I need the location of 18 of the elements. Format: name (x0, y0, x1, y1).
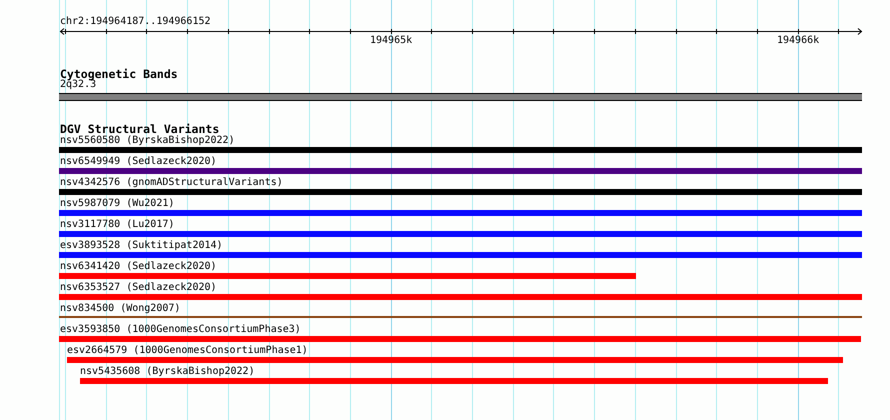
band-label: 2q32.3 (60, 79, 96, 91)
location-label: chr2:194964187..194966152 (60, 16, 211, 28)
feature-label: nsv834500 (Wong2007) (60, 303, 180, 315)
feature-label: esv2664579 (1000GenomesConsortiumPhase1) (67, 345, 308, 357)
feature-label: nsv4342576 (gnomADStructuralVariants) (60, 177, 283, 189)
track-title: Cytogenetic Bands (60, 67, 178, 81)
track-title: DGV Structural Variants (60, 122, 220, 136)
tick-label: 194965k (370, 35, 412, 47)
feature-label: esv3893528 (Suktitipat2014) (60, 240, 223, 252)
feature-label: nsv3117780 (Lu2017) (60, 219, 174, 231)
feature-label: esv3593850 (1000GenomesConsortiumPhase3) (60, 324, 301, 336)
feature-label: nsv5435608 (ByrskaBishop2022) (80, 366, 255, 378)
feature-label: nsv6549949 (Sedlazeck2020) (60, 156, 217, 168)
feature-label: nsv6341420 (Sedlazeck2020) (60, 261, 217, 273)
feature-label: nsv6353527 (Sedlazeck2020) (60, 282, 217, 294)
feature-label: nsv5560580 (ByrskaBishop2022) (60, 135, 235, 147)
feature-label: nsv5987079 (Wu2021) (60, 198, 174, 210)
tick-label: 194966k (777, 35, 820, 47)
